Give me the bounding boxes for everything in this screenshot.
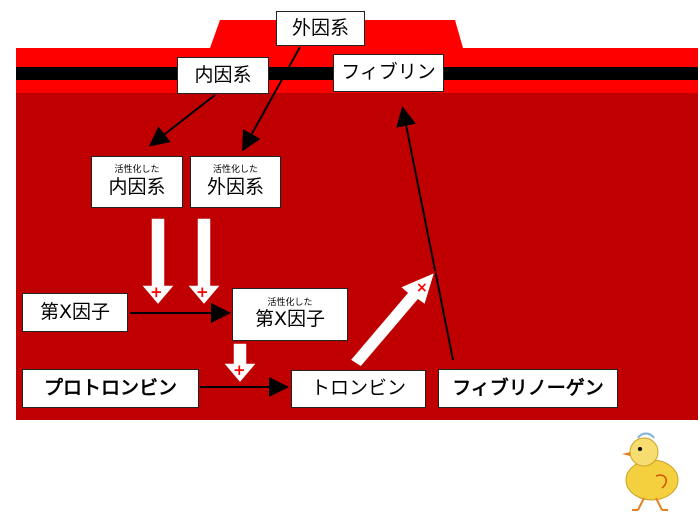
plus-sign-factor-x: +	[233, 361, 246, 379]
fibrin-label: フィブリン	[341, 61, 436, 84]
thrombin-label: トロンビン	[310, 377, 406, 400]
activated-factor-x-box: 活性化した 第X因子	[232, 288, 348, 341]
times-sign-thrombin: ×	[416, 280, 428, 296]
arrow-fibrinogen-to-fibrin	[396, 106, 454, 361]
plus-sign-extrinsic: +	[196, 283, 209, 301]
activated-factor-x-prefix: 活性化した	[267, 297, 313, 308]
activated-extrinsic-label: 外因系	[206, 175, 264, 198]
fibrinogen-box: フィブリノーゲン	[438, 369, 618, 408]
prothrombin-label: プロトロンビン	[43, 376, 177, 399]
intrinsic-label: 内因系	[194, 63, 252, 86]
intrinsic-box: 内因系	[177, 57, 269, 94]
thrombin-box: トロンビン	[291, 370, 426, 408]
fibrinogen-label: フィブリノーゲン	[452, 376, 604, 399]
plus-sign-intrinsic: +	[150, 283, 163, 301]
activated-intrinsic-box: 活性化した 内因系	[91, 156, 183, 208]
activated-extrinsic-prefix: 活性化した	[212, 165, 258, 176]
activated-intrinsic-prefix: 活性化した	[114, 165, 160, 176]
activated-intrinsic-label: 内因系	[108, 175, 166, 198]
factor-x-box: 第X因子	[22, 293, 128, 332]
arrow-extrinsic-to-activated	[242, 46, 301, 152]
activated-extrinsic-box: 活性化した 外因系	[190, 156, 281, 208]
extrinsic-label: 外因系	[291, 16, 349, 39]
block-arrow-extrinsic	[185, 217, 223, 307]
factor-x-label: 第X因子	[39, 300, 111, 323]
block-arrow-intrinsic	[139, 217, 177, 307]
prothrombin-box: プロトロンビン	[22, 369, 199, 408]
extrinsic-box: 外因系	[276, 11, 365, 46]
block-arrow-factor-x	[221, 342, 259, 385]
fibrin-box: フィブリン	[333, 54, 444, 92]
block-arrow-thrombin	[348, 270, 437, 368]
activated-factor-x-label: 第X因子	[254, 308, 326, 331]
arrow-intrinsic-to-activated	[148, 94, 216, 147]
